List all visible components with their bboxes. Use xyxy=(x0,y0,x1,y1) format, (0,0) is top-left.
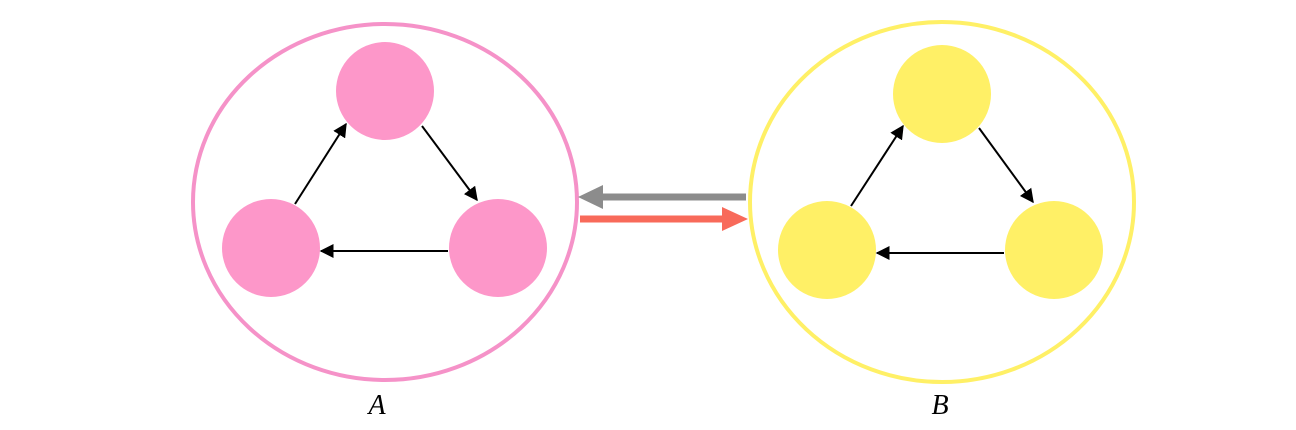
cluster-a: A xyxy=(191,22,579,421)
cluster-b-node-left xyxy=(778,201,876,299)
cluster-b-boundary xyxy=(748,20,1136,384)
cluster-a-node-left xyxy=(222,199,320,297)
cluster-a-edge-left-to-top xyxy=(294,122,347,205)
cluster-b-edge-top-to-right xyxy=(978,127,1034,204)
cluster-b-node-right xyxy=(1005,201,1103,299)
arrow-a-to-b xyxy=(580,207,748,231)
cluster-a-label: A xyxy=(366,390,386,421)
inter-cluster-edges xyxy=(578,185,748,231)
cluster-a-node-right xyxy=(449,199,547,297)
cluster-b-label: B xyxy=(931,390,948,421)
cluster-b-node-top xyxy=(893,45,991,143)
cluster-a-edge-top-to-right xyxy=(421,125,478,202)
arrow-b-to-a xyxy=(578,185,746,209)
cluster-b-edge-left-to-top xyxy=(850,124,904,207)
cluster-b: B xyxy=(748,20,1136,421)
cluster-a-node-top xyxy=(336,42,434,140)
cluster-a-boundary xyxy=(191,22,579,382)
